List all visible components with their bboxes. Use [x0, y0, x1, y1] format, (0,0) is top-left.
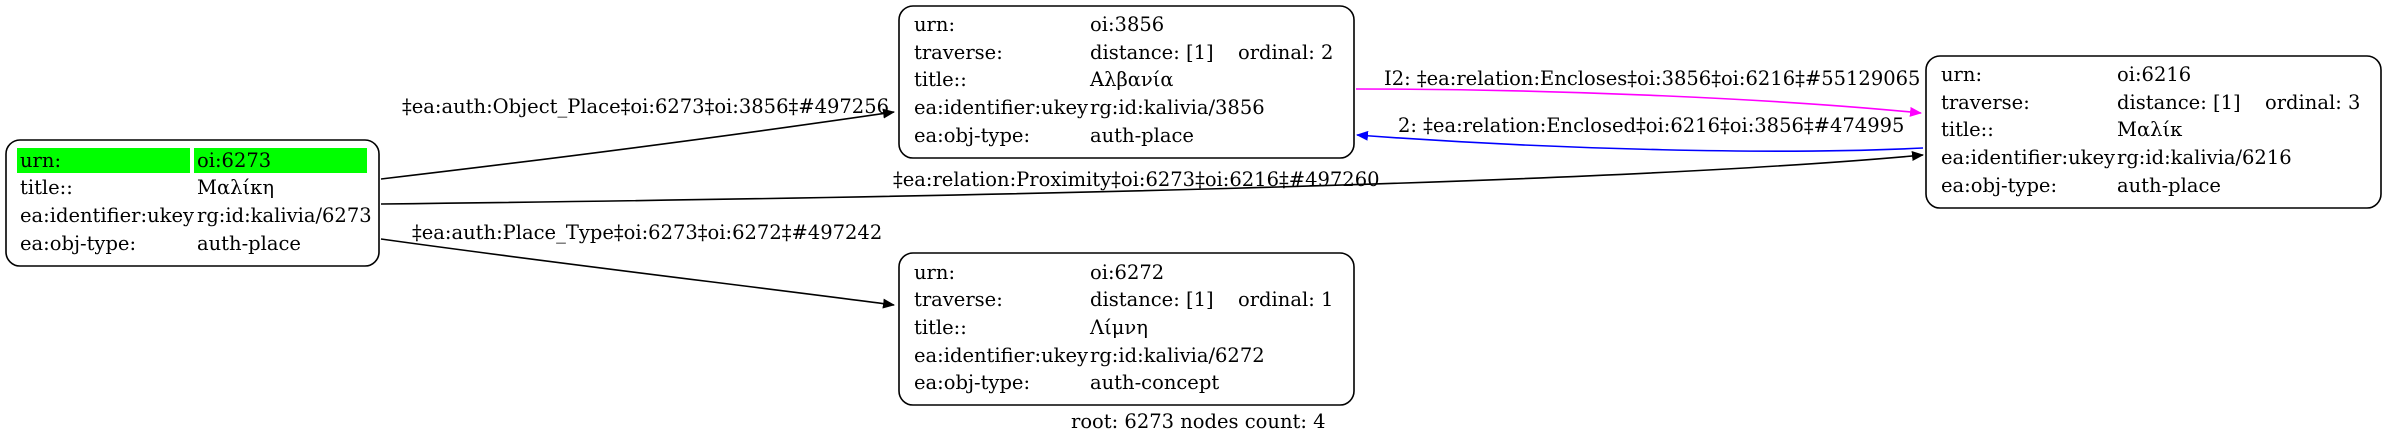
row-traverse-distance: distance: [1]	[1090, 288, 1214, 311]
row-urn-value: oi:3856	[1090, 13, 1164, 36]
highlight-cell-key	[17, 148, 190, 173]
row-title-value: Λίμνη	[1089, 316, 1148, 339]
node-albania[interactable]: urn: oi:3856 traverse: distance: [1] ord…	[898, 5, 1355, 159]
edge-label-object-place: ‡ea:auth:Object_Place‡oi:6273‡oi:3856‡#4…	[402, 95, 889, 118]
row-title-value: Μαλίκη	[197, 176, 274, 199]
row-urn-value: oi:6273	[197, 149, 271, 172]
edge-proximity	[380, 151, 1924, 205]
row-title-value: Μαλίκ	[2117, 118, 2182, 141]
row-urn-value: oi:6216	[2117, 63, 2191, 86]
row-urn-key: urn:	[1941, 63, 1982, 86]
row-ukey-value: rg:id:kalivia/6272	[1090, 344, 1265, 367]
row-urn-key: urn:	[20, 149, 61, 172]
edges	[380, 88, 1924, 309]
row-urn-key: urn:	[914, 13, 955, 36]
row-objtype-value: auth-concept	[1090, 371, 1219, 394]
row-objtype-key: ea:obj-type:	[20, 232, 136, 255]
row-ukey-value: rg:id:kalivia/6216	[2117, 146, 2292, 169]
edge-labels: ‡ea:auth:Object_Place‡oi:6273‡oi:3856‡#4…	[402, 67, 1920, 244]
edge-encloses	[1355, 88, 1922, 117]
node-root[interactable]: urn: oi:6273 title:: Μαλίκη ea:identifie…	[5, 139, 380, 267]
row-traverse-ordinal: ordinal: 2	[1238, 41, 1333, 64]
row-traverse-ordinal: ordinal: 3	[2265, 91, 2360, 114]
row-ukey-key: ea:identifier:ukey	[1941, 146, 2115, 169]
row-traverse-ordinal: ordinal: 1	[1238, 288, 1333, 311]
row-title-key: title::	[1941, 118, 1994, 141]
node-box	[1925, 55, 2382, 209]
edge-label-proximity: ‡ea:relation:Proximity‡oi:6273‡oi:6216‡#…	[893, 168, 1380, 191]
graph-footer: root: 6273 nodes count: 4	[1071, 410, 1326, 433]
row-urn-value: oi:6272	[1090, 261, 1164, 284]
row-urn-key: urn:	[914, 261, 955, 284]
row-traverse-distance: distance: [1]	[2117, 91, 2241, 114]
row-traverse-key: traverse:	[914, 41, 1003, 64]
row-traverse-distance: distance: [1]	[1090, 41, 1214, 64]
row-title-key: title::	[20, 176, 73, 199]
row-ukey-key: ea:identifier:ukey	[20, 204, 194, 227]
row-title-key: title::	[914, 316, 967, 339]
row-title-key: title::	[914, 68, 967, 91]
row-objtype-key: ea:obj-type:	[914, 371, 1030, 394]
edge-place-type	[380, 238, 895, 309]
row-ukey-key: ea:identifier:ukey	[914, 96, 1088, 119]
row-ukey-value: rg:id:kalivia/6273	[197, 204, 372, 227]
row-objtype-key: ea:obj-type:	[914, 124, 1030, 147]
edge-object-place	[380, 108, 895, 180]
node-box	[898, 5, 1355, 159]
row-ukey-value: rg:id:kalivia/3856	[1090, 96, 1265, 119]
edge-label-enclosed: 2: ‡ea:relation:Enclosed‡oi:6216‡oi:3856…	[1398, 114, 1904, 137]
node-limni[interactable]: urn: oi:6272 traverse: distance: [1] ord…	[898, 252, 1355, 406]
node-malik[interactable]: urn: oi:6216 traverse: distance: [1] ord…	[1925, 55, 2382, 209]
row-objtype-value: auth-place	[2117, 174, 2221, 197]
row-objtype-value: auth-place	[1090, 124, 1194, 147]
edge-label-place-type: ‡ea:auth:Place_Type‡oi:6273‡oi:6272‡#497…	[412, 221, 882, 244]
node-box	[898, 252, 1355, 406]
row-ukey-key: ea:identifier:ukey	[914, 344, 1088, 367]
row-traverse-key: traverse:	[1941, 91, 2030, 114]
row-objtype-key: ea:obj-type:	[1941, 174, 2057, 197]
row-objtype-value: auth-place	[197, 232, 301, 255]
edge-label-encloses: I2: ‡ea:relation:Encloses‡oi:3856‡oi:621…	[1384, 67, 1920, 90]
edge-enclosed	[1356, 130, 1924, 152]
highlight-cell-value	[194, 148, 367, 173]
row-title-value: Αλβανία	[1089, 68, 1174, 91]
row-traverse-key: traverse:	[914, 288, 1003, 311]
